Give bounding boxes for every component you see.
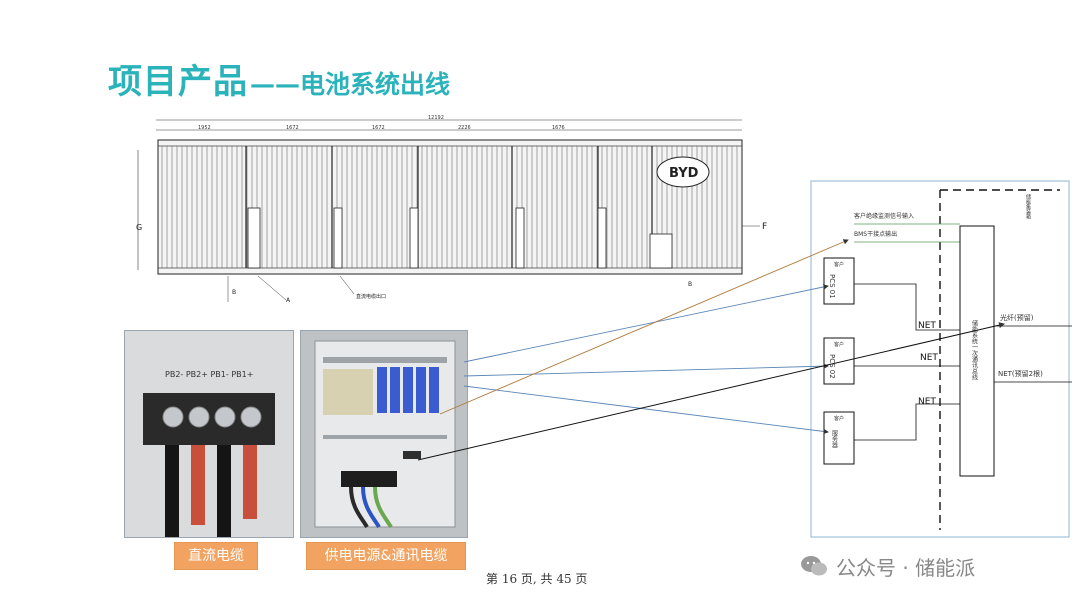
pcs02-label: PCS 02 (828, 354, 836, 379)
wechat-icon (801, 556, 827, 576)
total-dimension: 12192 (428, 115, 444, 121)
net-2: NET (920, 353, 938, 363)
title-sub: ——电池系统出线 (250, 70, 451, 99)
dc-outlet-callout: 直流电缆出口 (356, 293, 386, 300)
dc-cable-label: 直流电缆 (174, 542, 258, 570)
dc-terminal-labels: PB2- PB2+ PB1- PB1+ (165, 370, 253, 379)
label-f: F (762, 222, 767, 232)
segment-3: 1672 (372, 125, 385, 131)
label-a: A (286, 297, 291, 304)
watermark-text: 公众号 · 储能派 (836, 555, 976, 580)
page-footer: 第 16 页, 共 45 页 (486, 572, 588, 586)
label-g: G (136, 223, 142, 232)
byd-logo: BYD (669, 166, 699, 181)
pcs02-prefix: 客户 (834, 341, 844, 348)
pcs01-prefix: 客户 (834, 261, 844, 268)
panel-cable-label: 供电电源&通讯电缆 (306, 542, 466, 570)
container-drawing: 12192 1952 1672 1672 2226 1676 BYD G F A… (136, 115, 767, 304)
right-net-bottom: NET(预留2根) (998, 369, 1043, 378)
controller-label: 储能系统一次通讯总线 (971, 319, 978, 380)
bus-label: 储能集装箱 (1025, 193, 1031, 220)
right-net-top: 光纤(预留) (1000, 313, 1034, 322)
net-3: NET (918, 397, 936, 407)
page-title: 项目产品 ——电池系统出线 (108, 54, 451, 102)
segment-1: 1952 (198, 125, 211, 131)
segment-5: 1676 (552, 125, 565, 131)
customer-signal: 客户绝缘监测信号输入 (854, 212, 914, 220)
title-main: 项目产品 (108, 62, 248, 102)
device-prefix: 客户 (834, 415, 844, 422)
label-b1: B (232, 289, 236, 296)
wiring-schematic: 储能集装箱 客户绝缘监测信号输入 BMS干接点输出 储能系统一次通讯总线 客户 … (810, 180, 1072, 538)
segment-2: 1672 (286, 125, 299, 131)
wechat-watermark: 公众号 · 储能派 (800, 554, 976, 580)
device-label: 服务器 (831, 430, 838, 449)
panel-photo (300, 330, 468, 538)
dc-cable-photo: PB2- PB2+ PB1- PB1+ (124, 330, 294, 538)
pcs01-label: PCS 01 (828, 274, 836, 299)
segment-4: 2226 (458, 125, 471, 131)
bms-signal: BMS干接点输出 (854, 230, 897, 238)
label-b2: B (688, 281, 692, 288)
net-1: NET (918, 321, 936, 331)
